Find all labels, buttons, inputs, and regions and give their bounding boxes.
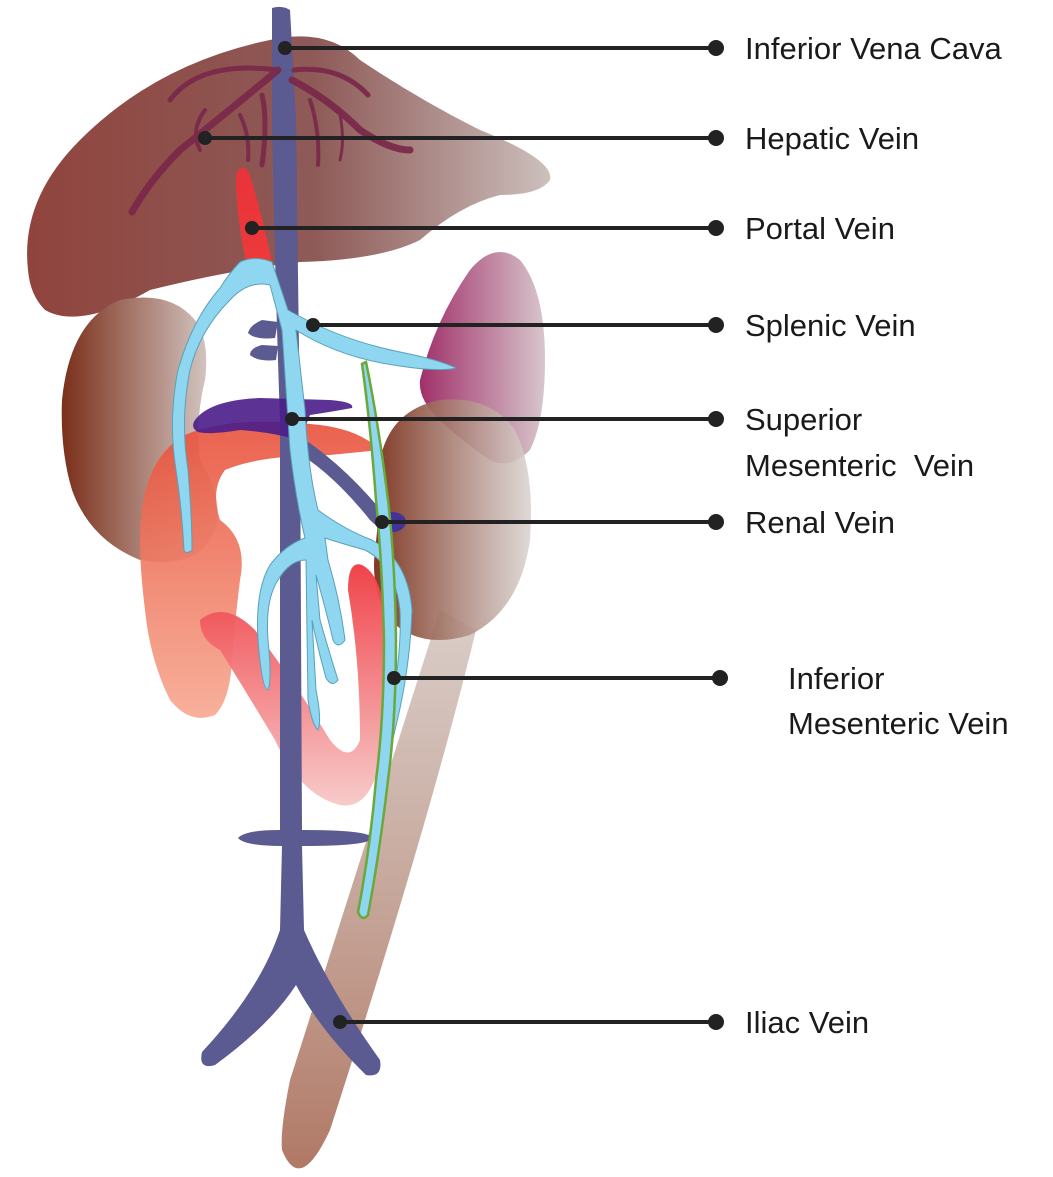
label-inferior-mesenteric-line1: Inferior bbox=[788, 661, 884, 696]
label-iliac-vein: Iliac Vein bbox=[745, 1005, 869, 1040]
label-superior-mesenteric-line2: Mesenteric Vein bbox=[745, 448, 974, 483]
label-inferior-vena-cava: Inferior Vena Cava bbox=[745, 31, 1003, 66]
label-renal-vein: Renal Vein bbox=[745, 505, 895, 540]
label-hepatic-vein: Hepatic Vein bbox=[745, 121, 919, 156]
label-superior-mesenteric-line1: Superior bbox=[745, 402, 862, 437]
leader-iliac bbox=[333, 1014, 724, 1030]
label-inferior-mesenteric-line2: Mesenteric Vein bbox=[788, 706, 1009, 741]
labels: Inferior Vena Cava Hepatic Vein Portal V… bbox=[745, 31, 1009, 1040]
label-portal-vein: Portal Vein bbox=[745, 211, 895, 246]
label-splenic-vein: Splenic Vein bbox=[745, 308, 916, 343]
